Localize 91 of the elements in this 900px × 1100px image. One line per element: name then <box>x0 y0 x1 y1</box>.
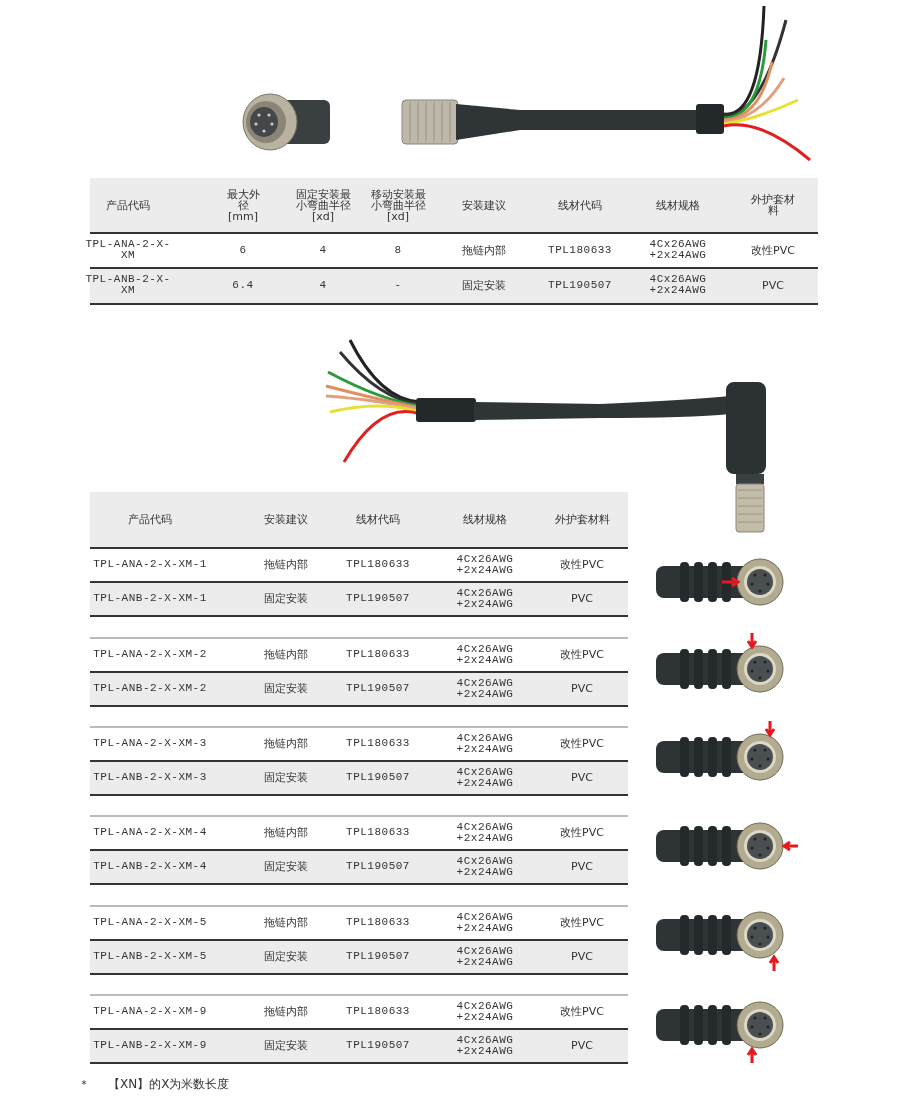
spec-value: 固定安装 <box>264 593 308 604</box>
spec-value: 改性PVC <box>560 559 604 570</box>
spec-value: PVC <box>571 1040 593 1051</box>
product-code: TPL-ANA-2-X-XM-4 <box>93 827 207 838</box>
column-header: 外护套材料 <box>750 194 796 216</box>
product-code: TPL-ANB-2-X-XM-9 <box>93 1040 207 1051</box>
column-header: 固定安装最小弯曲半径[xd] <box>294 188 352 222</box>
spec-value: 改性PVC <box>560 1006 604 1017</box>
spec-value: TPL190507 <box>346 593 410 604</box>
spec-value: 4Cx26AWG +2x24AWG <box>648 274 708 296</box>
spec-value: 改性PVC <box>560 649 604 660</box>
column-header: 线材代码 <box>356 514 400 525</box>
spec-value: TPL180633 <box>346 827 410 838</box>
spec-value: 改性PVC <box>560 827 604 838</box>
spec-value: 固定安装 <box>264 1040 308 1051</box>
column-header: 移动安装最小弯曲半径[xd] <box>369 188 427 222</box>
product-code: TPL-ANB-2-X-XM <box>84 274 172 296</box>
product-code: TPL-ANB-2-X-XM-4 <box>93 861 207 872</box>
spec-value: 8 <box>394 244 402 256</box>
product-code: TPL-ANA-2-X-XM-3 <box>93 738 207 749</box>
spec-value: PVC <box>571 593 593 604</box>
spec-value: 4Cx26AWG +2x24AWG <box>648 239 708 261</box>
column-header: 线材规格 <box>463 514 507 525</box>
spec-value: 4Cx26AWG +2x24AWG <box>455 587 515 610</box>
spec-value: TPL190507 <box>346 1040 410 1051</box>
spec-value: 4Cx26AWG +2x24AWG <box>455 766 515 789</box>
spec-value: 固定安装 <box>264 683 308 694</box>
spec-value: TPL190507 <box>346 951 410 962</box>
spec-value: TPL190507 <box>346 772 410 783</box>
column-header: 线材规格 <box>656 199 700 211</box>
spec-value: 4 <box>319 244 327 256</box>
spec-value: TPL180633 <box>346 738 410 749</box>
spec-value: 4Cx26AWG +2x24AWG <box>455 855 515 878</box>
spec-value: 固定安装 <box>264 951 308 962</box>
product-code: TPL-ANA-2-X-XM <box>84 239 172 261</box>
spec-value: PVC <box>571 951 593 962</box>
spec-value: 固定安装 <box>264 772 308 783</box>
column-header: 产品代码 <box>106 199 150 211</box>
spec-value: 改性PVC <box>560 917 604 928</box>
product-code: TPL-ANB-2-X-XM-1 <box>93 593 207 604</box>
column-header: 安装建议 <box>462 199 506 211</box>
spec-value: PVC <box>762 279 784 291</box>
column-header: 最大外径[mm] <box>225 188 261 222</box>
product-code: TPL-ANB-2-X-XM-5 <box>93 951 207 962</box>
column-header: 外护套材料 <box>554 514 610 525</box>
spec-value: 6.4 <box>232 279 254 291</box>
product-code: TPL-ANA-2-X-XM-1 <box>93 559 207 570</box>
spec-value: 改性PVC <box>560 738 604 749</box>
spec-value: 改性PVC <box>751 244 795 256</box>
product-code: TPL-ANB-2-X-XM-2 <box>93 683 207 694</box>
spec-value: TPL180633 <box>346 649 410 660</box>
spec-value: 拖链内部 <box>264 649 308 660</box>
spec-value: PVC <box>571 772 593 783</box>
spec-value: 固定安装 <box>264 861 308 872</box>
footnote-text: 【XN】的X为米数长度 <box>108 1078 230 1090</box>
column-header: 安装建议 <box>264 514 308 525</box>
spec-value: TPL180633 <box>548 244 612 256</box>
footnote-mark: * <box>81 1078 87 1090</box>
spec-value: 拖链内部 <box>462 244 506 256</box>
spec-value: TPL180633 <box>346 1006 410 1017</box>
product-code: TPL-ANB-2-X-XM-3 <box>93 772 207 783</box>
spec-value: 固定安装 <box>462 279 506 291</box>
spec-value: TPL180633 <box>346 559 410 570</box>
spec-value: 拖链内部 <box>264 827 308 838</box>
spec-value: 拖链内部 <box>264 559 308 570</box>
spec-value: 4Cx26AWG +2x24AWG <box>455 821 515 844</box>
spec-value: TPL190507 <box>346 683 410 694</box>
spec-value: - <box>394 279 402 291</box>
spec-value: 拖链内部 <box>264 917 308 928</box>
spec-value: 拖链内部 <box>264 738 308 749</box>
product-code: TPL-ANA-2-X-XM-5 <box>93 917 207 928</box>
spec-value: PVC <box>571 683 593 694</box>
spec-value: 拖链内部 <box>264 1006 308 1017</box>
spec-value: TPL190507 <box>548 279 612 291</box>
column-header: 产品代码 <box>128 514 172 525</box>
spec-value: TPL180633 <box>346 917 410 928</box>
spec-value: 6 <box>239 244 247 256</box>
spec-value: 4Cx26AWG +2x24AWG <box>455 732 515 755</box>
spec-value: 4Cx26AWG +2x24AWG <box>455 643 515 666</box>
spec-value: 4 <box>319 279 327 291</box>
spec-value: TPL190507 <box>346 861 410 872</box>
product-code: TPL-ANA-2-X-XM-2 <box>93 649 207 660</box>
spec-value: 4Cx26AWG +2x24AWG <box>455 1000 515 1023</box>
spec-value: 4Cx26AWG +2x24AWG <box>455 945 515 968</box>
spec-value: 4Cx26AWG +2x24AWG <box>455 1034 515 1057</box>
spec-value: 4Cx26AWG +2x24AWG <box>455 911 515 934</box>
product-code: TPL-ANA-2-X-XM-9 <box>93 1006 207 1017</box>
spec-value: 4Cx26AWG +2x24AWG <box>455 677 515 700</box>
column-header: 线材代码 <box>558 199 602 211</box>
spec-value: 4Cx26AWG +2x24AWG <box>455 553 515 576</box>
spec-value: PVC <box>571 861 593 872</box>
